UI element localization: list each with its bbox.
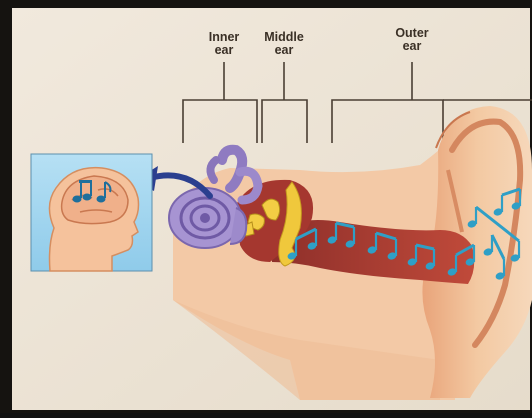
middle-ear-label: Middle ear <box>254 31 314 57</box>
middle-ear-label-line2: ear <box>254 44 314 57</box>
outer-ear-label: Outer ear <box>384 27 440 53</box>
inner-ear-label: Inner ear <box>196 31 252 57</box>
outer-ear-label-line2: ear <box>384 40 440 53</box>
brain-head-inset <box>31 154 152 271</box>
inner-ear-label-line2: ear <box>196 44 252 57</box>
